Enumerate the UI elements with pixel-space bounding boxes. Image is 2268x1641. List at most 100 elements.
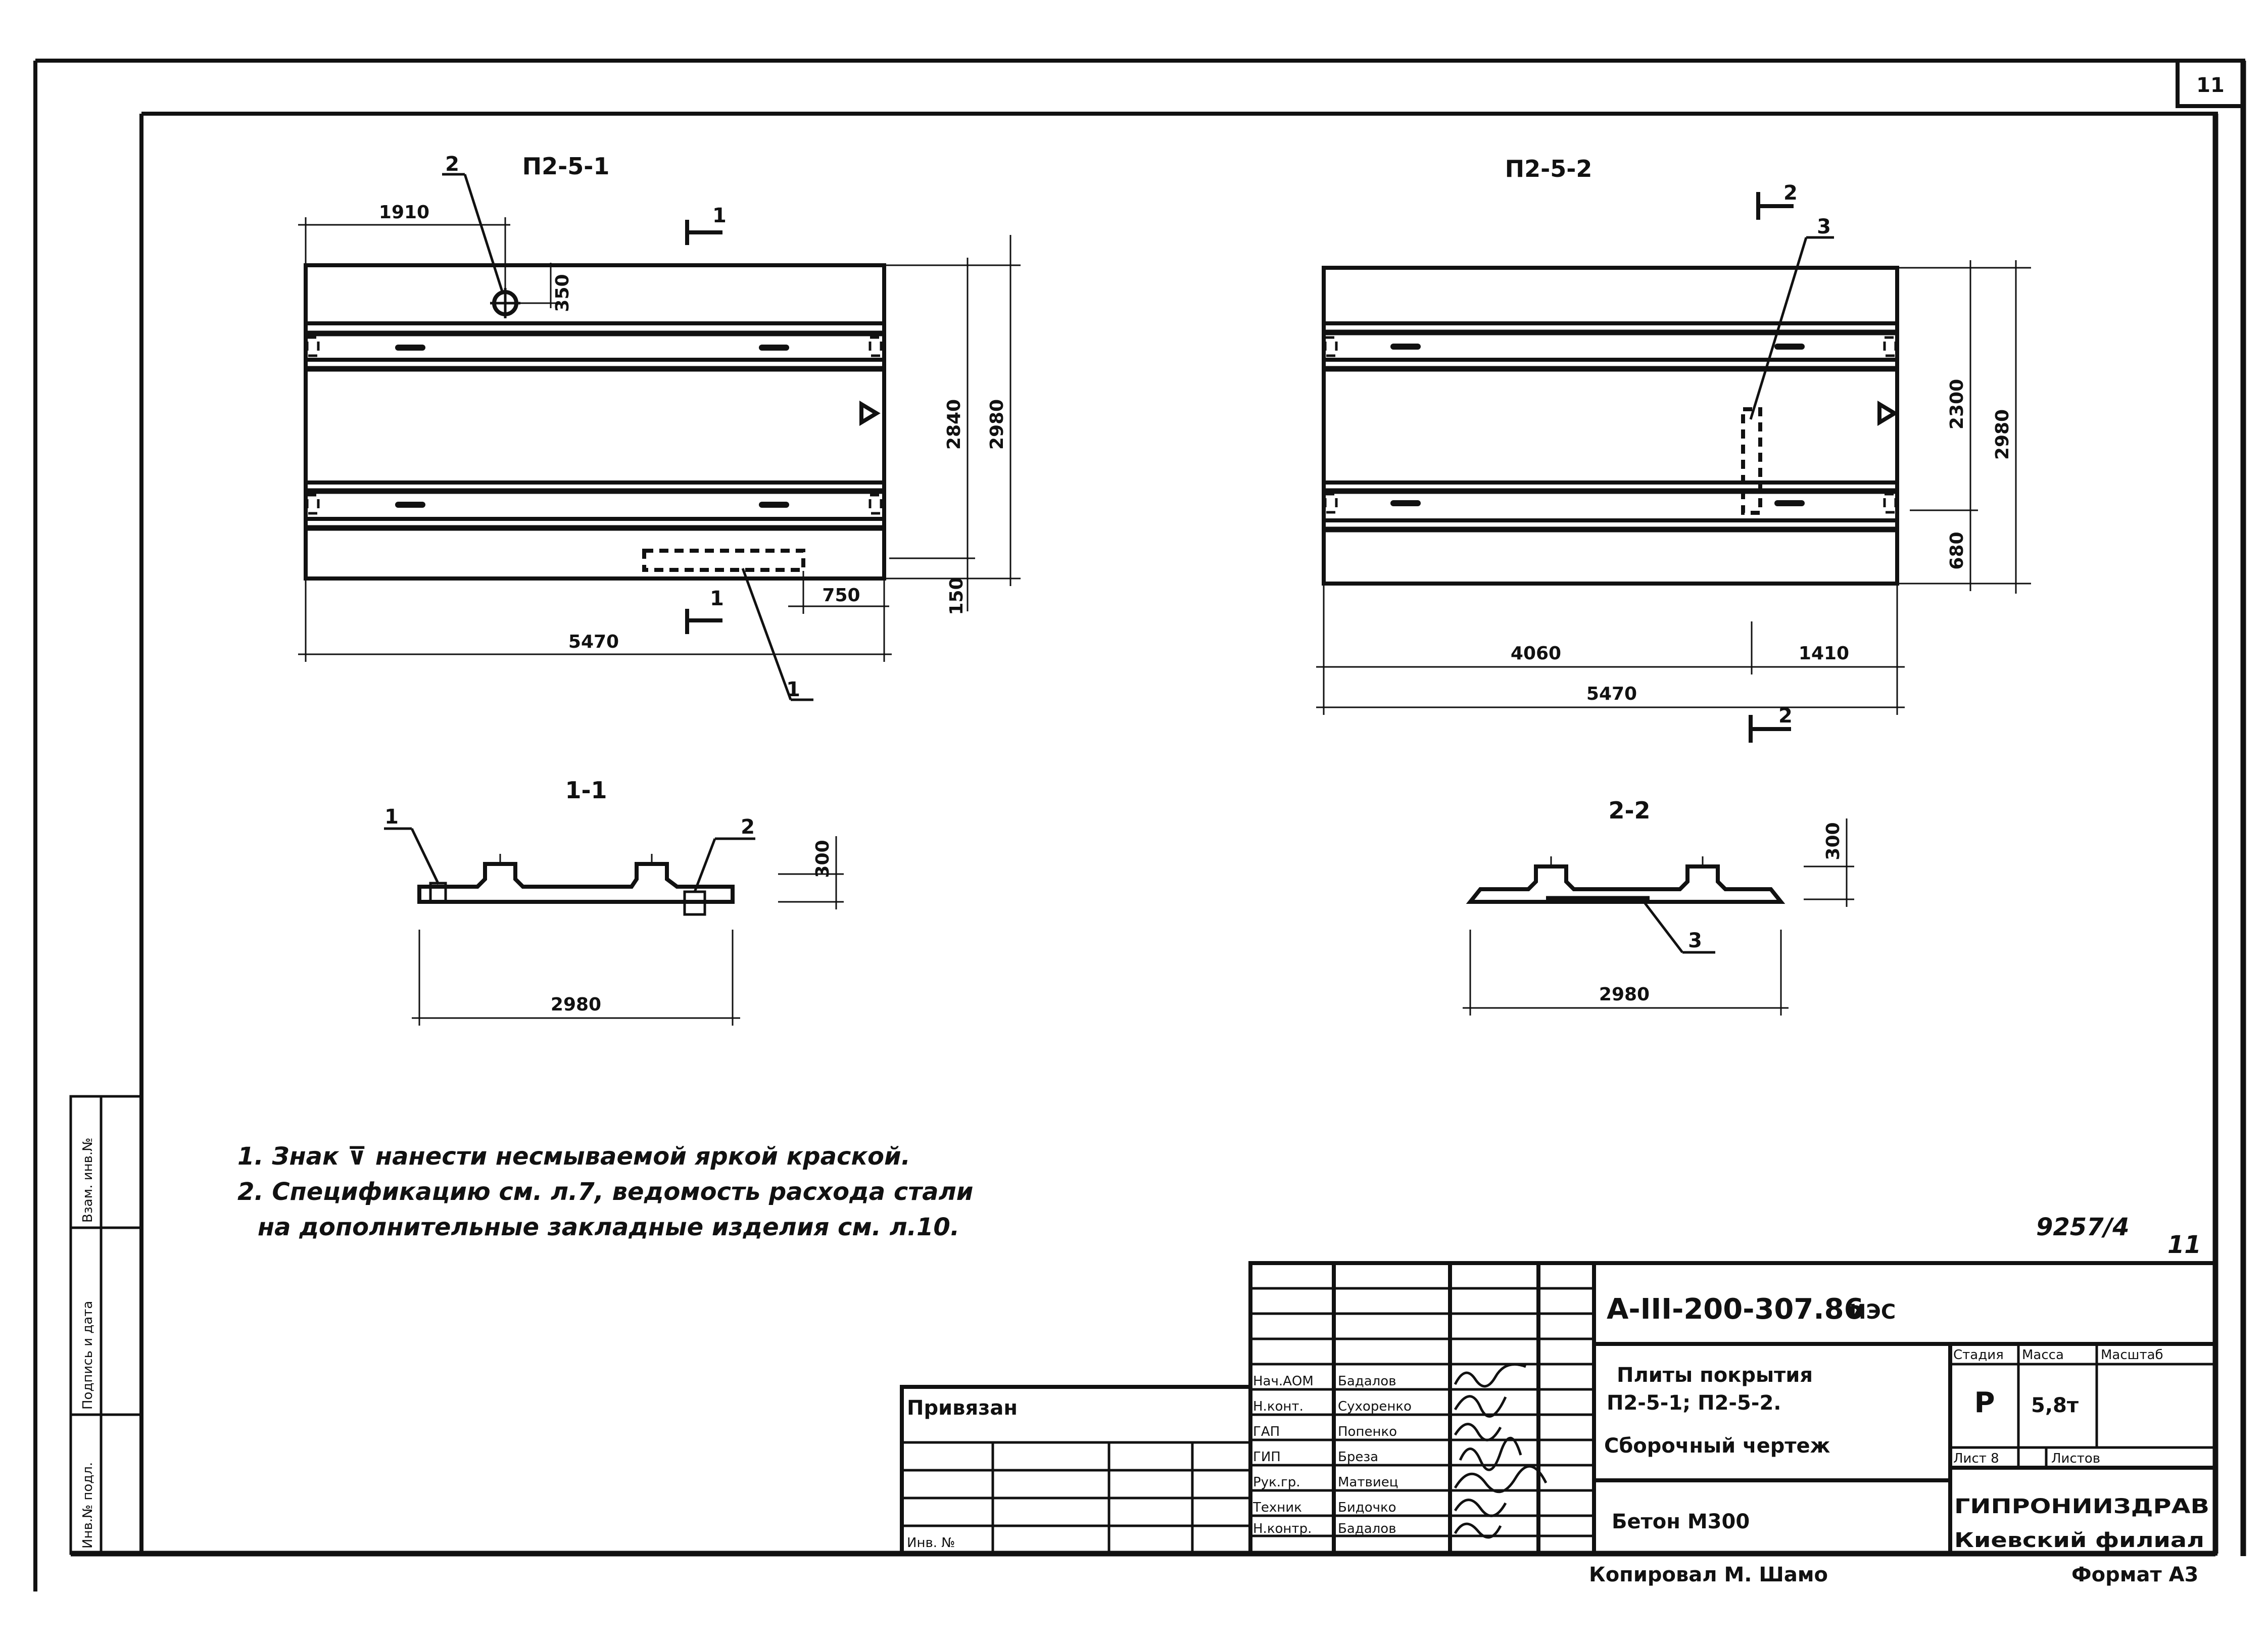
- lifting-loop-mark: [1390, 344, 1421, 350]
- dim-680: 680: [1947, 532, 1967, 569]
- plan-2-embedded-part: [1741, 407, 1762, 515]
- dim-5470-plan1: 5470: [568, 632, 619, 652]
- archive-number: 9257/4: [2036, 1213, 2130, 1241]
- name-2: Попенко: [1338, 1424, 1397, 1439]
- section-2-title: 2-2: [1608, 797, 1650, 824]
- signature-mark: [1454, 1423, 1502, 1441]
- document-code: А-III-200-307.86: [1607, 1293, 1864, 1326]
- plan-1-pos-top: 2: [445, 153, 459, 176]
- section-1-pos-right: 2: [741, 815, 755, 839]
- role-5: Техник: [1252, 1500, 1302, 1515]
- role-3: ГИП: [1253, 1450, 1281, 1465]
- lifting-loop-mark: [1774, 500, 1805, 506]
- dim-150: 150: [946, 577, 967, 615]
- plan-2-section-top: 2: [1783, 181, 1798, 205]
- document-code-suffix: ИЭС: [1849, 1300, 1896, 1324]
- plan-view-1: П2-5-1 2 1: [298, 153, 1021, 701]
- name-0: Бадалов: [1338, 1374, 1396, 1389]
- dim-1410: 1410: [1799, 643, 1849, 664]
- mass-value: 5,8т: [2031, 1394, 2079, 1417]
- signature-mark: [1454, 1499, 1507, 1517]
- dim-2980-plan1: 2980: [987, 399, 1007, 450]
- stage-value: Р: [1974, 1386, 1995, 1419]
- name-4: Матвиец: [1338, 1475, 1398, 1490]
- lifting-loop-mark: [759, 345, 789, 351]
- copied-by: Копировал М. Шамо: [1589, 1563, 1828, 1586]
- role-6: Н.контр.: [1253, 1521, 1312, 1536]
- name-5: Бидочко: [1338, 1500, 1396, 1515]
- lifting-loop-mark: [1390, 500, 1421, 506]
- signature-mark: [1459, 1436, 1522, 1471]
- dim-1910: 1910: [379, 202, 429, 223]
- section-2-2: 2-2 3 300 2980: [1463, 797, 1854, 1016]
- privyazan-label: Привязан: [907, 1396, 1018, 1420]
- signature-mark: [1454, 1465, 1548, 1493]
- role-2: ГАП: [1253, 1424, 1280, 1439]
- organization-branch: Киевский филиал: [1954, 1529, 2204, 1552]
- plan-2-pos: 3: [1817, 215, 1831, 238]
- note-line-3: на дополнительные закладные изделия см. …: [258, 1213, 959, 1241]
- role-4: Рук.гр.: [1253, 1475, 1300, 1490]
- plan-1-slab-outline: [304, 263, 886, 581]
- section-2-profile: [1466, 864, 1786, 904]
- plan-view-2: П2-5-2 3 2 2 230: [1316, 155, 2031, 743]
- title-block: Привязан Инв. № Нач.АОМ Бадалов Н.конт. …: [900, 1261, 2217, 1556]
- section-2-depth: 300: [1823, 822, 1844, 860]
- plan-1-pos-bottom: 1: [786, 678, 800, 701]
- plan-2-title: П2-5-2: [1505, 155, 1593, 182]
- section-2-pos: 3: [1688, 929, 1702, 952]
- name-1: Сухоренко: [1338, 1399, 1412, 1414]
- plan-1-section-top: 1: [712, 204, 727, 227]
- signature-mark: [1454, 1363, 1526, 1388]
- marking-triangle-icon: [1877, 400, 1899, 426]
- name-6: Бадалов: [1338, 1521, 1396, 1536]
- lifting-loop-mark: [395, 345, 425, 351]
- lifting-loop-mark: [395, 502, 425, 508]
- section-1-pos-left: 1: [384, 805, 399, 829]
- dim-2980-plan2: 2980: [1992, 409, 2013, 460]
- plan-1-section-bottom: 1: [710, 587, 724, 610]
- title-line-1: Плиты покрытия: [1617, 1364, 1813, 1387]
- section-1-title: 1-1: [565, 777, 607, 804]
- stage-header: Стадия: [1953, 1347, 2004, 1363]
- plan-2-section-bottom: 2: [1778, 704, 1793, 728]
- role-0: Нач.АОМ: [1253, 1374, 1314, 1389]
- scale-header: Масштаб: [2101, 1347, 2163, 1363]
- section-2-width: 2980: [1599, 984, 1650, 1005]
- side-stamp-inv: Инв.№ подл.: [80, 1462, 95, 1549]
- side-stamp: Инв.№ подл. Подпись и дата Взам. инв.№: [69, 1095, 143, 1555]
- page-number: 11: [2196, 74, 2225, 97]
- marking-triangle-icon: [859, 400, 881, 426]
- notes: 1. Знак ⊽ нанести несмываемой яркой крас…: [237, 1142, 973, 1241]
- material: Бетон М300: [1612, 1510, 1750, 1533]
- side-stamp-sign: Подпись и дата: [80, 1301, 95, 1410]
- name-3: Бреза: [1338, 1450, 1378, 1465]
- section-1-depth: 300: [812, 840, 833, 878]
- plan-1-title: П2-5-1: [522, 153, 610, 180]
- page-number-box: 11: [2176, 59, 2245, 108]
- signature-mark: [1454, 1395, 1507, 1418]
- organization: ГИПРОНИИЗДРАВ: [1954, 1495, 2209, 1518]
- plan-2-slab-outline: [1322, 266, 1899, 586]
- archive-sheet: 11: [2167, 1231, 2201, 1259]
- title-line-2: П2-5-1; П2-5-2.: [1607, 1391, 1781, 1415]
- lifting-loop-mark: [1774, 344, 1805, 350]
- dim-2840: 2840: [944, 399, 964, 450]
- side-stamp-replace: Взам. инв.№: [80, 1138, 95, 1223]
- section-1-profile: [417, 862, 735, 904]
- dim-4060: 4060: [1511, 643, 1561, 664]
- section-1-width: 2980: [551, 994, 601, 1015]
- format: Формат А3: [2071, 1563, 2198, 1586]
- lifting-loop-mark: [759, 502, 789, 508]
- dim-5470-plan2: 5470: [1586, 684, 1637, 704]
- note-line-1: 1. Знак ⊽ нанести несмываемой яркой крас…: [237, 1142, 910, 1171]
- mass-header: Масса: [2022, 1347, 2064, 1363]
- dim-750: 750: [822, 585, 860, 606]
- plan-1-embedded-part: [642, 549, 805, 572]
- title-line-3: Сборочный чертеж: [1604, 1434, 1830, 1458]
- dim-350: 350: [552, 274, 573, 312]
- note-line-2: 2. Спецификацию см. л.7, ведомость расхо…: [237, 1178, 973, 1206]
- sheet-header: Лист 8: [1953, 1451, 1999, 1466]
- dim-2300: 2300: [1947, 379, 1967, 429]
